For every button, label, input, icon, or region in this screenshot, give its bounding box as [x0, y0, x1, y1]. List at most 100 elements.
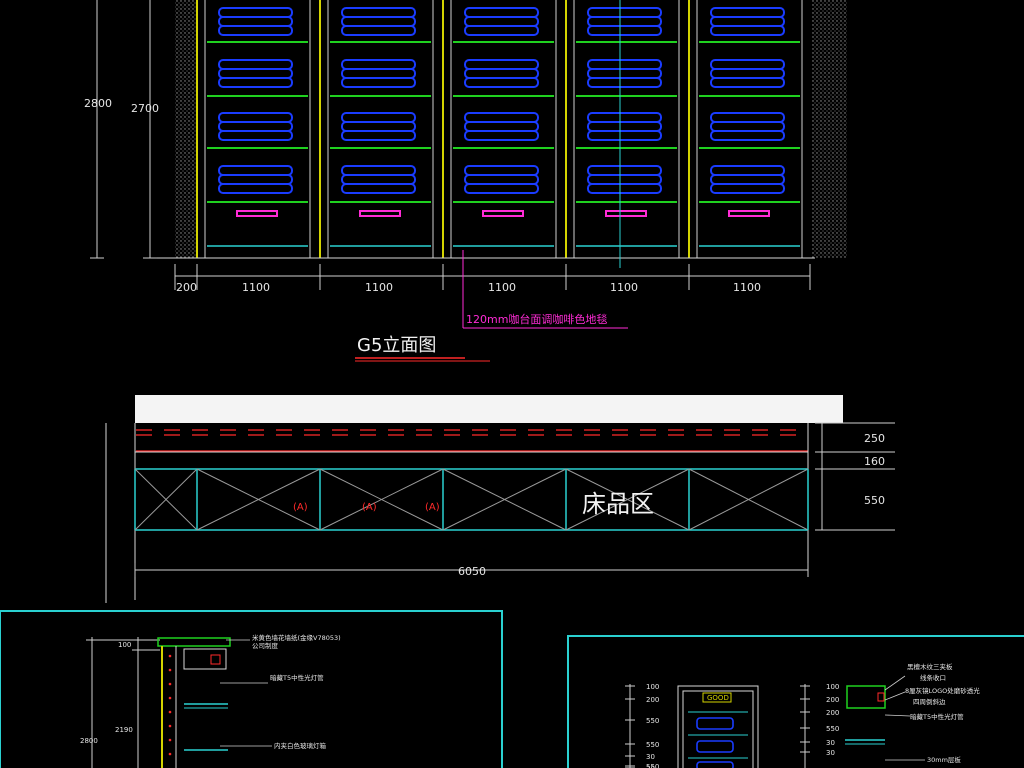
dim-label: 30: [826, 749, 835, 757]
bedding-fold: [587, 59, 662, 70]
bedding-fold: [464, 68, 539, 79]
dim-label: 30: [826, 739, 835, 747]
bedding-fold: [464, 130, 539, 141]
bedding-fold: [464, 7, 539, 18]
bedding-fold: [587, 174, 662, 185]
bedding-fold: [341, 7, 416, 18]
elevation-title: G5立面图: [357, 335, 436, 356]
zone-label: 床品区: [582, 490, 654, 518]
bedding-fold: [587, 112, 662, 123]
dim-width-5: 1100: [733, 281, 761, 294]
bedding-fold: [710, 77, 785, 88]
crate-cross: [565, 468, 690, 531]
vertical-dimensions: [90, 0, 157, 259]
crate-cross: [442, 468, 567, 531]
bedding-fold: [587, 16, 662, 27]
bedding-fold: [464, 77, 539, 88]
detail-dim-2800: 2800: [80, 737, 98, 745]
bedding-fold: [587, 130, 662, 141]
bedding-fold: [341, 68, 416, 79]
magenta-callout: 120mm咖台面调咖啡色地毯: [466, 312, 607, 326]
dim-height-total: 2800: [84, 97, 112, 110]
bedding-fold: [218, 16, 293, 27]
plan-marker-1: (A): [293, 502, 308, 513]
drawer-handle: [482, 210, 524, 217]
bedding-fold: [710, 130, 785, 141]
detail-frame-right: [567, 635, 1024, 768]
bedding-fold: [341, 174, 416, 185]
drawer-handle: [605, 210, 647, 217]
light-dot: [168, 724, 172, 728]
dim-plan-250: 250: [864, 432, 885, 445]
bedding-fold: [710, 165, 785, 176]
bedding-fold: [464, 16, 539, 27]
bedding-fold: [710, 7, 785, 18]
dim-width-1: 1100: [242, 281, 270, 294]
bedding-fold: [710, 121, 785, 132]
drawer-handle: [359, 210, 401, 217]
bedding-fold: [464, 183, 539, 194]
bedding-fold: [218, 25, 293, 36]
detail-frame-left: [0, 610, 503, 768]
dim-plan-550: 550: [864, 494, 885, 507]
cabinet-bay-2: [319, 0, 434, 258]
display-crates-row: [134, 468, 809, 531]
bedding-fold: [710, 25, 785, 36]
plan-drawing: (A) (A) (A) 床品区 250 160 550 6050: [105, 395, 895, 603]
cabinet-bay-1: [196, 0, 311, 258]
light-dot: [168, 682, 172, 686]
bedding-fold: [710, 59, 785, 70]
light-dot: [168, 668, 172, 672]
detail-dim-2190: 2190: [115, 726, 133, 734]
bedding-fold: [218, 121, 293, 132]
bedding-fold: [218, 165, 293, 176]
detail-left-note-1: 米黄色墙花墙纸(金缘V78053): [252, 633, 341, 642]
bedding-fold: [218, 174, 293, 185]
bedding-fold: [710, 16, 785, 27]
bedding-fold: [464, 112, 539, 123]
detail-right-note-5: 暗藏T5中性光灯管: [910, 712, 964, 721]
dim-label: 550: [646, 741, 659, 749]
light-dot: [168, 752, 172, 756]
detail-left: 100 2190 2800 米黄色墙花墙纸(金缘V78053) 公司制度 暗藏T…: [80, 633, 341, 768]
elevation-drawing: 2800 2700 200 1100 1100 1100 1100 1100 1…: [84, 0, 847, 362]
bedding-fold: [587, 165, 662, 176]
light-dot: [168, 696, 172, 700]
dim-width-3: 1100: [488, 281, 516, 294]
bedding-fold: [341, 25, 416, 36]
bedding-fold: [341, 130, 416, 141]
bedding-fold: [218, 77, 293, 88]
bedding-fold: [587, 7, 662, 18]
dim-label: 200: [646, 696, 659, 704]
drawer-handle: [728, 210, 770, 217]
crate-cross: [319, 468, 444, 531]
bedding-fold: [341, 112, 416, 123]
crate-cross: [134, 468, 198, 531]
detail-right-note-3: 8厘灰镜LOGO处磨砂透光: [905, 686, 980, 695]
bedding-fold: [710, 68, 785, 79]
bedding-fold: [587, 121, 662, 132]
bedding-fold: [587, 68, 662, 79]
cabinet-bay-5: [688, 0, 803, 258]
light-dot: [168, 738, 172, 742]
bedding-fold: [464, 25, 539, 36]
dim-label: 30: [646, 753, 655, 761]
left-wall-hatch: [175, 0, 197, 258]
bedding-fold: [464, 174, 539, 185]
dim-label: 100: [646, 683, 659, 691]
dim-plan-160: 160: [864, 455, 885, 468]
bedding-fold: [218, 112, 293, 123]
cabinet-bays: [196, 0, 803, 258]
dim-label: 200: [826, 709, 839, 717]
bedding-fold: [587, 183, 662, 194]
bedding-fold: [218, 59, 293, 70]
detail-right-note-6: 30mm层板: [927, 755, 961, 764]
bedding-fold: [587, 77, 662, 88]
bedding-fold: [464, 121, 539, 132]
bedding-fold: [587, 25, 662, 36]
bedding-fold: [710, 183, 785, 194]
bedding-fold: [218, 7, 293, 18]
bedding-fold: [218, 68, 293, 79]
bedding-fold: [341, 165, 416, 176]
